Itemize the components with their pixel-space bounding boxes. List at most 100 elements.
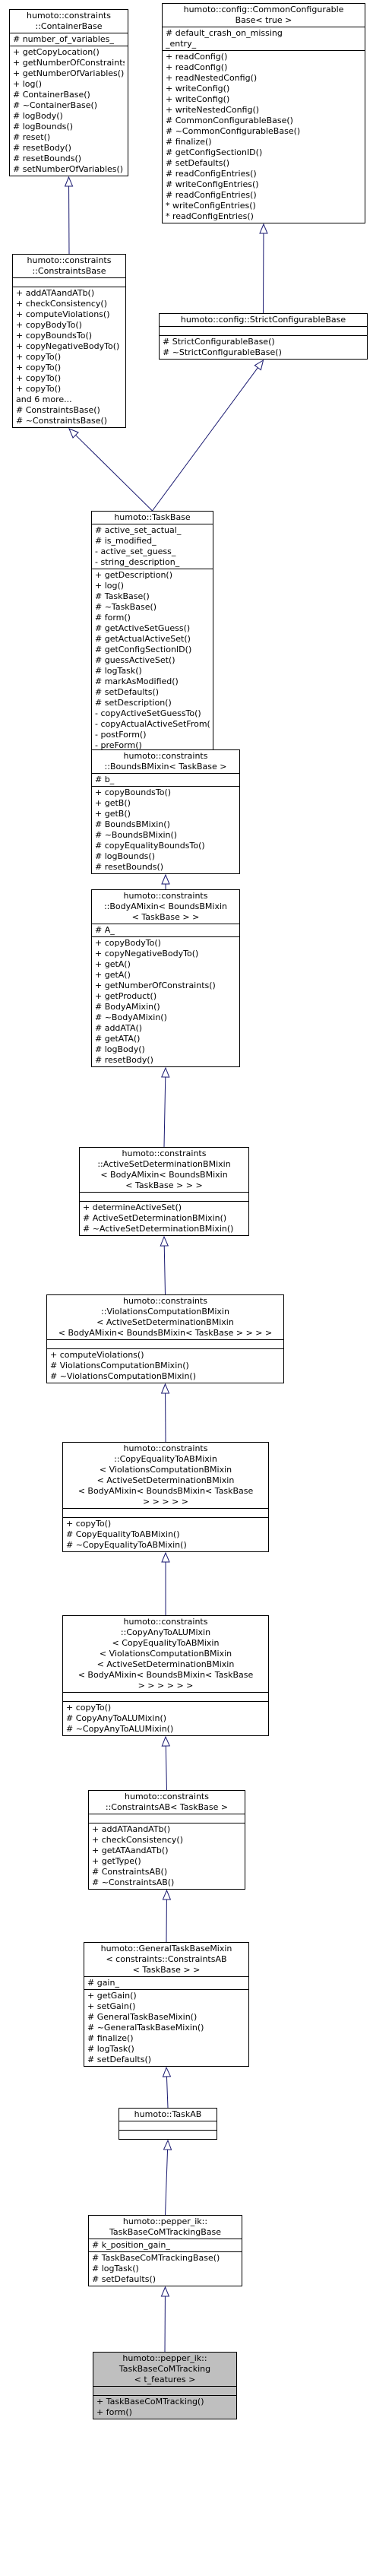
class-title-line: ::CopyAnyToALUMixin [120, 1627, 211, 1637]
class-method: - copyActualActiveSetFrom() [95, 719, 210, 729]
class-title-line: ::ViolationsComputationBMixin [101, 1307, 229, 1317]
methods-section: + getCopyLocation()+ getNumberOfConstrai… [10, 46, 128, 176]
class-method: + copyBoundsTo() [16, 331, 93, 341]
class-method: * writeConfigEntries() [166, 201, 256, 211]
class-title-line: < CopyEqualityToABMixin [112, 1638, 220, 1648]
class-method: + writeNestedConfig() [166, 105, 260, 115]
class-method: # ~ViolationsComputationBMixin() [50, 1371, 197, 1381]
class-attribute: # is_modified_ [95, 536, 156, 546]
class-method: # form() [95, 613, 131, 623]
class-method: - copyActiveSetGuessTo() [95, 708, 201, 718]
class-method: # setDefaults() [95, 687, 160, 697]
class-node-n3[interactable]: humoto::constraints::ConstraintsBase+ ad… [12, 254, 126, 428]
class-method: + copyTo() [16, 352, 62, 362]
class-method: + readConfig() [166, 62, 228, 72]
class-method: # resetBounds() [13, 154, 82, 163]
class-node-n11[interactable]: humoto::constraints::CopyAnyToALUMixin< … [62, 1615, 269, 1736]
class-title-line: ::ActiveSetDeterminationBMixin [97, 1159, 231, 1169]
methods-section [119, 2130, 217, 2139]
class-node-n8[interactable]: humoto::constraints::ActiveSetDeterminat… [79, 1147, 249, 1236]
class-method: + getB() [95, 809, 131, 819]
attributes-section [47, 1339, 283, 1348]
class-method: + getType() [92, 1856, 141, 1866]
attributes-section: # default_crash_on_missing_entry_ [163, 27, 365, 50]
methods-section: + TaskBaseCoMTracking()+ form() [93, 2395, 236, 2419]
class-attribute: - string_description_ [95, 557, 180, 567]
class-method: + writeConfig() [166, 94, 230, 104]
class-method: # setDefaults() [87, 2055, 152, 2064]
attributes-section [89, 1814, 245, 1823]
class-title-line: Base< true > [235, 15, 292, 25]
class-node-n13[interactable]: humoto::GeneralTaskBaseMixin< constraint… [84, 1942, 249, 2067]
class-method: + computeViolations() [16, 309, 110, 319]
class-node-n5[interactable]: humoto::TaskBase# active_set_actual_# is… [91, 511, 213, 753]
class-method: # logBounds() [13, 122, 73, 131]
class-attribute: - active_set_guess_ [95, 547, 176, 556]
class-title-line: < BodyAMixin< BoundsBMixin< TaskBase [77, 1670, 254, 1680]
attributes-section [63, 1508, 268, 1517]
inheritance-arrowhead [64, 176, 74, 187]
inheritance-arrowhead [259, 223, 268, 234]
class-method: # logBody() [13, 111, 63, 121]
attributes-section [63, 1692, 268, 1701]
class-method: # setDefaults() [166, 158, 230, 168]
class-method: # ~ConstraintsBase() [16, 416, 108, 426]
class-title-line: < BodyAMixin< BoundsBMixin [100, 1170, 228, 1180]
class-title: humoto::constraints::ViolationsComputati… [47, 1295, 283, 1339]
class-node-n4[interactable]: humoto::config::StrictConfigurableBase# … [159, 313, 368, 360]
class-method: + form() [96, 2407, 132, 2417]
class-method: # ViolationsComputationBMixin() [50, 1361, 189, 1370]
class-method: # BodyAMixin() [95, 1002, 160, 1012]
class-title-line: humoto::pepper_ik:: [122, 2353, 207, 2363]
class-method: + copyTo() [16, 363, 62, 372]
class-title-line: < ActiveSetDeterminationBMixin [96, 1475, 235, 1485]
class-method: + getCopyLocation() [13, 47, 100, 57]
class-method: # getConfigSectionID() [166, 147, 263, 157]
class-node-n6[interactable]: humoto::constraints::BoundsBMixin< TaskB… [91, 749, 240, 874]
class-method: # ConstraintsAB() [92, 1867, 168, 1877]
inheritance-arrowhead [161, 1735, 171, 1747]
class-title-line: humoto::pepper_ik:: [122, 2216, 208, 2226]
class-method: + getDescription() [95, 570, 173, 580]
class-title-line: humoto::constraints [123, 891, 208, 901]
class-method: # ~ConstraintsAB() [92, 1877, 175, 1887]
class-title-line: < ActiveSetDeterminationBMixin [96, 1659, 235, 1669]
class-title-line: < BodyAMixin< BoundsBMixin< TaskBase [77, 1486, 254, 1496]
methods-section: + copyBoundsTo()+ getB()+ getB()# Bounds… [92, 786, 239, 873]
class-method: + log() [95, 581, 125, 591]
class-method: # resetBounds() [95, 862, 164, 872]
class-title-line: < TaskBase > > > [125, 1180, 203, 1190]
inheritance-edge [75, 435, 153, 512]
attributes-section: # active_set_actual_# is_modified_- acti… [92, 524, 213, 569]
class-method: # ActiveSetDeterminationBMixin() [83, 1213, 227, 1223]
class-method: # ~ActiveSetDeterminationBMixin() [83, 1224, 234, 1234]
class-title-line: ::BodyAMixin< BoundsBMixin [103, 901, 228, 911]
class-title: humoto::constraints::CopyAnyToALUMixin< … [63, 1616, 268, 1692]
class-node-n7[interactable]: humoto::constraints::BodyAMixin< BoundsB… [91, 889, 240, 1067]
class-node-n12[interactable]: humoto::constraints::ConstraintsAB< Task… [88, 1790, 245, 1890]
attributes-section: # k_position_gain_ [89, 2239, 242, 2251]
class-method: # resetBody() [13, 143, 71, 153]
class-title-line: humoto::constraints [27, 11, 111, 21]
class-node-n9[interactable]: humoto::constraints::ViolationsComputati… [46, 1294, 284, 1383]
class-node-n15[interactable]: humoto::pepper_ik::TaskBaseCoMTrackingBa… [88, 2215, 242, 2286]
class-method: # CommonConfigurableBase() [166, 116, 293, 125]
class-title-line: ::ConstraintsBase [32, 266, 106, 276]
class-method: # BoundsBMixin() [95, 819, 170, 829]
class-node-n14[interactable]: humoto::TaskAB [119, 2108, 217, 2140]
class-title-line: < TaskBase > > [131, 912, 200, 922]
class-node-n1[interactable]: humoto::constraints::ContainerBase# numb… [9, 9, 128, 176]
methods-section: + addATAandATb()+ checkConsistency()+ ge… [89, 1823, 245, 1889]
class-title: humoto::constraints::ContainerBase [10, 10, 128, 33]
class-node-n16[interactable]: humoto::pepper_ik::TaskBaseCoMTracking< … [93, 2352, 237, 2419]
class-method: # GeneralTaskBaseMixin() [87, 2012, 198, 2022]
class-title-line: < ViolationsComputationBMixin [99, 1649, 232, 1659]
class-method: + addATAandATb() [92, 1824, 171, 1834]
class-node-n10[interactable]: humoto::constraints::CopyEqualityToABMix… [62, 1442, 269, 1552]
inheritance-arrowhead [161, 1551, 170, 1563]
class-method: + getNumberOfConstraints() [95, 981, 216, 990]
class-title-line: humoto::config::CommonConfigurable [183, 5, 344, 14]
class-method: # finalize() [87, 2033, 134, 2043]
inheritance-arrowhead [161, 873, 170, 885]
